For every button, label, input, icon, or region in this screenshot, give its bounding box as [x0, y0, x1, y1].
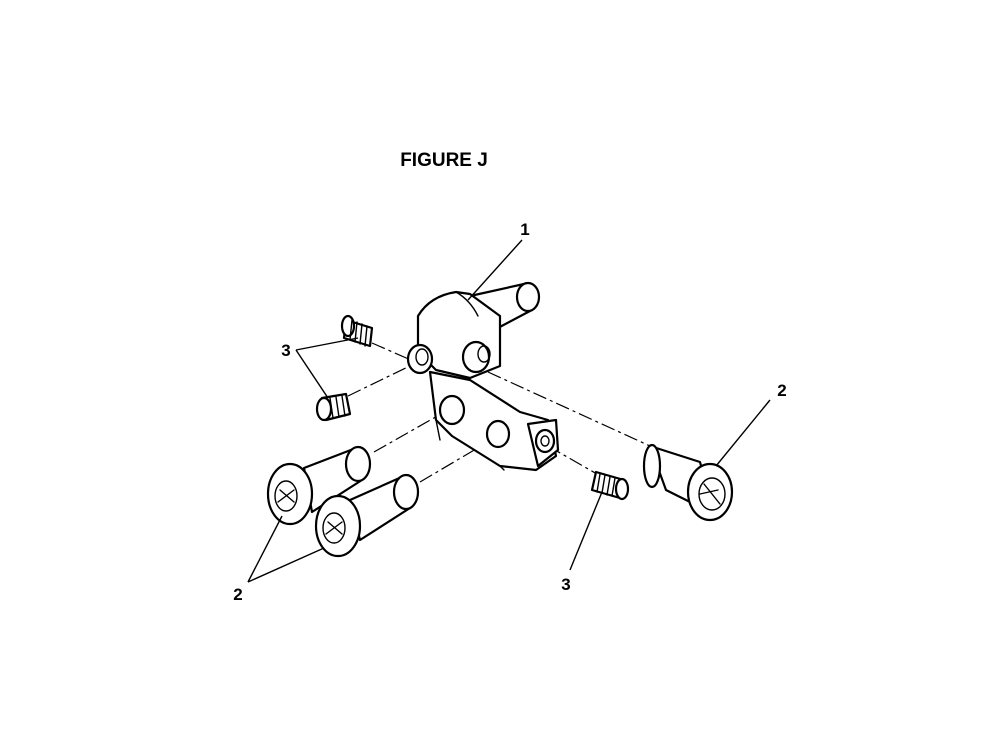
callout-part-1: 1 [520, 220, 529, 239]
callout-part-2-right: 2 [777, 381, 786, 400]
set-screw-upper [340, 314, 374, 348]
callout-part-3-left: 3 [281, 341, 290, 360]
set-screw-middle [315, 392, 352, 422]
shoulder-pin-left-lower [314, 473, 420, 558]
leader-lines [247, 239, 771, 583]
callout-part-3-bottom: 3 [561, 575, 570, 594]
figure-title: FIGURE J [400, 150, 488, 171]
set-screw-lower [590, 470, 630, 501]
bracket-part [406, 281, 560, 472]
shoulder-pin-left-upper [266, 445, 372, 526]
shoulder-pin-right [642, 443, 734, 522]
callout-part-2-left: 2 [233, 585, 242, 604]
